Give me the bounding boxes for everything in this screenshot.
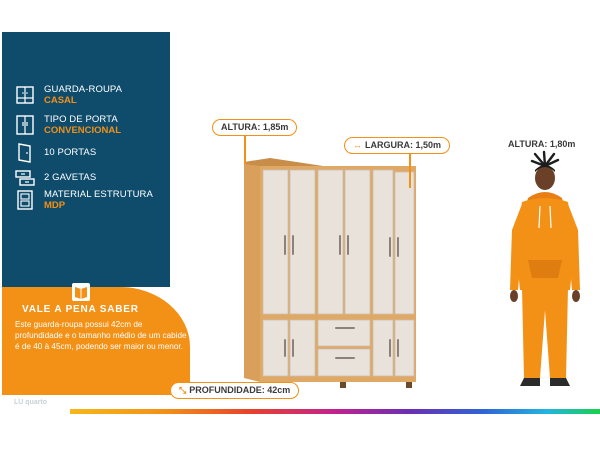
specs-panel: GUARDA-ROUPA CASAL TIPO DE PORTA CONVENC… bbox=[2, 32, 170, 287]
spec-value: CASAL bbox=[44, 95, 77, 106]
spec-label: MATERIAL ESTRUTURA bbox=[44, 189, 153, 200]
height-line bbox=[244, 136, 246, 164]
drawers-icon bbox=[14, 167, 36, 189]
width-callout: ↔LARGURA: 1,50m bbox=[344, 137, 451, 154]
tip-box: VALE A PENA SABER Este guarda-roupa poss… bbox=[2, 283, 190, 395]
door-icon bbox=[14, 114, 36, 136]
tip-body: Este guarda-roupa possui 42cm de profund… bbox=[15, 320, 187, 351]
spec-value: CONVENCIONAL bbox=[44, 125, 122, 136]
depth-callout: ⤡PROFUNDIDADE: 42cm bbox=[170, 382, 300, 399]
width-label: LARGURA: 1,50m bbox=[365, 140, 442, 150]
person-illustration bbox=[510, 150, 580, 386]
book-icon bbox=[72, 283, 90, 301]
doors-icon bbox=[14, 142, 36, 164]
wardrobe-icon bbox=[14, 84, 36, 106]
spec-label: GUARDA-ROUPA bbox=[44, 84, 123, 95]
height-label: ALTURA: 1,85m bbox=[221, 122, 289, 132]
spec-drawers: 2 GAVETAS bbox=[14, 167, 96, 189]
width-line bbox=[409, 154, 411, 188]
person-height-label: ALTURA: 1,80m bbox=[508, 139, 576, 149]
rainbow-strip bbox=[70, 409, 600, 414]
structure-icon bbox=[14, 189, 36, 211]
spec-material: MATERIAL ESTRUTURA MDP bbox=[14, 189, 153, 211]
spec-label: TIPO DE PORTA bbox=[44, 114, 118, 125]
spec-label: 10 PORTAS bbox=[44, 147, 97, 158]
spec-door-type: TIPO DE PORTA CONVENCIONAL bbox=[14, 114, 121, 136]
depth-label: PROFUNDIDADE: 42cm bbox=[189, 385, 291, 395]
spec-type: GUARDA-ROUPA CASAL bbox=[14, 84, 122, 106]
spec-doors: 10 PORTAS bbox=[14, 142, 96, 164]
tip-title: VALE A PENA SABER bbox=[22, 304, 139, 315]
wardrobe-illustration bbox=[244, 158, 416, 388]
spec-value: MDP bbox=[44, 200, 66, 211]
brand-logo: LU quarto bbox=[14, 399, 48, 406]
depth-arrows-icon: ⤡ bbox=[179, 385, 187, 395]
height-callout: ALTURA: 1,85m bbox=[212, 119, 298, 136]
width-arrows-icon: ↔ bbox=[353, 140, 362, 150]
spec-label: 2 GAVETAS bbox=[44, 172, 97, 183]
